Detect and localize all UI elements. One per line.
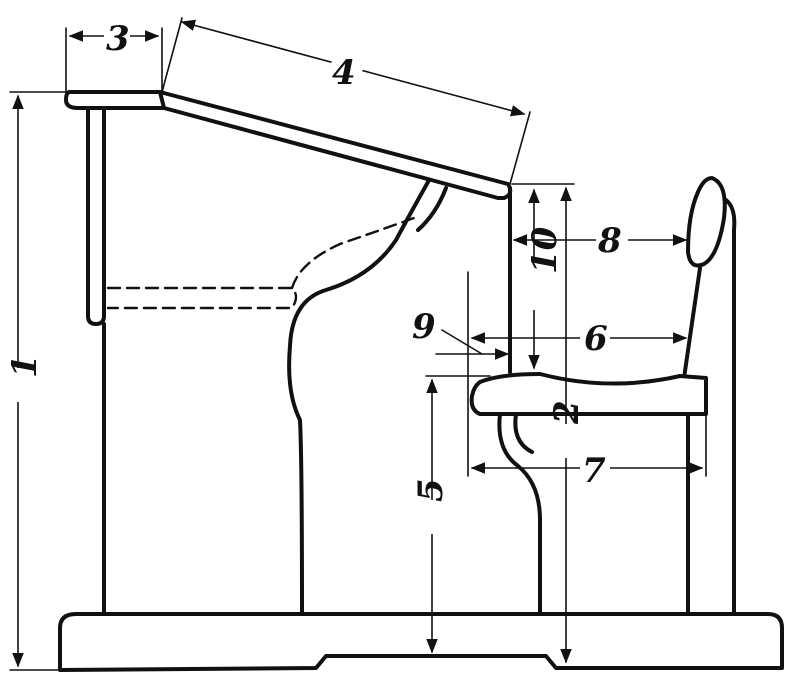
label-7: 7 xyxy=(582,451,606,491)
desk-front-leg xyxy=(86,106,106,326)
chair-rear-post xyxy=(724,198,737,616)
label-10: 10 xyxy=(525,226,565,274)
chair-back-support xyxy=(682,266,702,380)
label-6: 6 xyxy=(584,319,608,359)
chair-seat xyxy=(469,372,708,416)
label-1: 1 xyxy=(5,354,45,378)
chair-pedestal-inner xyxy=(513,412,534,454)
floor-base xyxy=(58,612,784,672)
desk xyxy=(64,90,513,616)
label-9: 9 xyxy=(412,307,436,347)
label-4: 4 xyxy=(332,53,356,93)
desk-top-flat xyxy=(64,90,166,110)
label-3: 3 xyxy=(106,19,130,59)
desk-shelf-dashed xyxy=(106,286,298,310)
label-2: 2 xyxy=(547,400,587,425)
desk-side-dashed xyxy=(290,216,416,290)
desk-top-sloped xyxy=(158,90,513,200)
desk-side-panel-inner xyxy=(416,186,448,232)
dimension-labels: 3 4 1 8 10 9 6 2 7 5 xyxy=(2,19,628,534)
label-8: 8 xyxy=(597,221,622,261)
label-5: 5 xyxy=(411,478,451,502)
chair-backrest xyxy=(686,176,727,268)
desk-side-panel xyxy=(287,180,430,616)
